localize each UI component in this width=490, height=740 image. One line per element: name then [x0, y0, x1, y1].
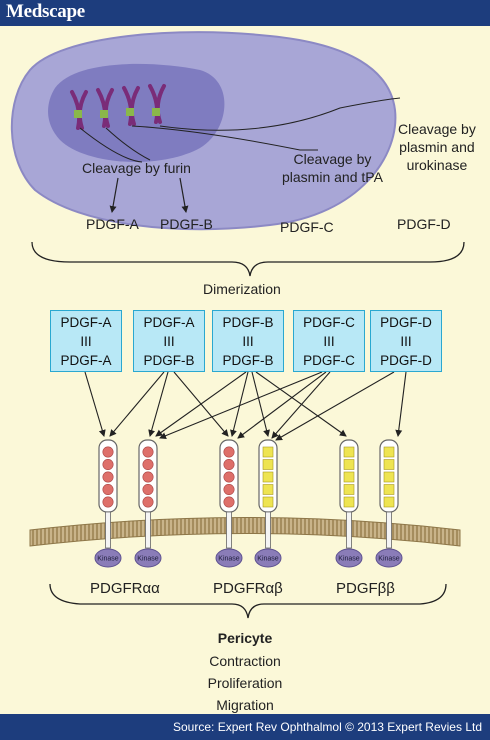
receptor-alpha-3: Kinase	[215, 439, 243, 568]
label-dimerization: Dimerization	[203, 281, 281, 297]
kinase-label: Kinase	[338, 556, 360, 563]
kinase-label: Kinase	[137, 556, 159, 563]
arrow-ab-to-ra2	[148, 371, 169, 437]
ligand-pdgf-d: PDGF-D	[397, 216, 451, 232]
outcome-proliferation: Proliferation	[207, 675, 283, 691]
chromosome-c	[122, 86, 140, 126]
gene-connectors	[79, 97, 401, 163]
arrow-cc-to-ra2	[159, 371, 323, 439]
chromosome-b	[96, 88, 114, 128]
receptor-brace	[49, 583, 447, 619]
arrow-to-pdgf-b	[179, 177, 189, 213]
label-cleavage-plasmin-tpa: Cleavage by plasmin and tPA	[282, 151, 383, 185]
ligand-pdgf-a: PDGF-A	[86, 216, 139, 232]
receptor-beta-2: Kinase	[335, 439, 363, 568]
receptor-alpha-2: Kinase	[134, 439, 162, 568]
arrow-ab-to-ra1	[109, 371, 165, 437]
receptor-pdgfr-alpha-beta: PDGFRαβ	[213, 580, 283, 597]
receptor-pdgf-beta-beta: PDGFββ	[336, 580, 395, 597]
arrow-bb-to-rab-b	[251, 371, 270, 437]
outcome-contraction: Contraction	[209, 653, 281, 669]
arrow-bb-to-rab-a	[230, 371, 249, 437]
medscape-logo[interactable]: Medscape	[6, 1, 85, 22]
kinase-label: Kinase	[218, 556, 240, 563]
arrow-cc-to-rab-a	[237, 371, 327, 439]
kinase-label: Kinase	[378, 556, 400, 563]
receptor-pdgfr-alpha-alpha: PDGFRαα	[90, 580, 160, 597]
kinase-label: Kinase	[257, 556, 279, 563]
arrow-dd-to-rab-b	[275, 371, 395, 441]
chromosome-a	[70, 90, 88, 130]
footer-bar: Source: Expert Rev Ophthalmol © 2013 Exp…	[0, 714, 490, 740]
label-cleavage-furin: Cleavage by furin	[82, 160, 191, 176]
ligand-pdgf-b: PDGF-B	[160, 216, 213, 232]
dimerization-brace	[31, 241, 465, 277]
arrow-to-pdgf-a	[109, 177, 119, 213]
receptor-alpha-1: Kinase	[94, 439, 122, 568]
arrow-bb-to-ra2	[155, 371, 247, 437]
source-credit: Source: Expert Rev Ophthalmol © 2013 Exp…	[173, 720, 482, 734]
arrow-aa-to-ra1	[84, 371, 106, 437]
outcome-title: Pericyte	[217, 630, 273, 646]
cell-membrane	[29, 517, 461, 547]
arrow-dd-to-rbb-2	[395, 371, 407, 437]
header-bar: Medscape	[0, 0, 490, 26]
outcome-migration: Migration	[216, 697, 274, 713]
arrow-cc-to-rab-b	[271, 371, 331, 439]
receptor-beta-3: Kinase	[375, 439, 403, 568]
ligand-pdgf-c: PDGF-C	[280, 219, 334, 235]
kinase-label: Kinase	[97, 556, 119, 563]
arrow-bb-to-rbb-1	[255, 371, 347, 437]
label-cleavage-plasmin-urokinase: Cleavage by plasmin and urokinase	[398, 121, 476, 173]
receptor-beta-1: Kinase	[254, 439, 282, 568]
chromosome-d	[148, 84, 166, 124]
